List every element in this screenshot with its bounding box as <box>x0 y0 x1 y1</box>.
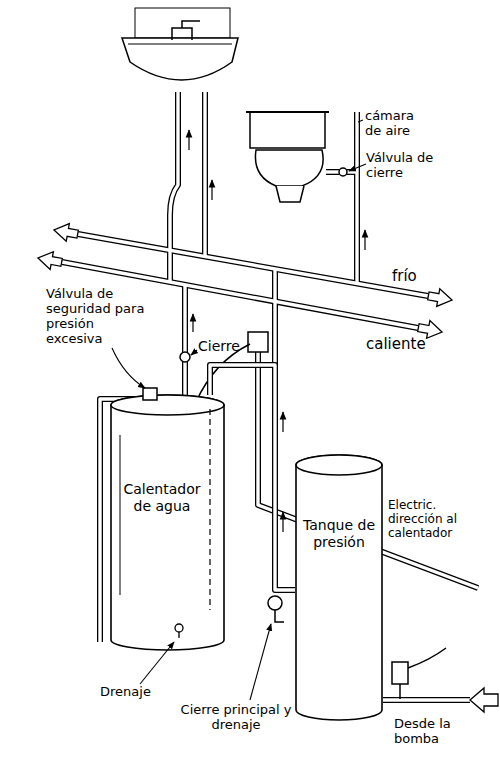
part-label: Electric. dirección al calentador <box>388 498 476 540</box>
junction-box <box>248 332 268 352</box>
leader-line <box>358 120 363 122</box>
cylinder-body <box>111 395 224 650</box>
sink-faucet <box>172 21 200 40</box>
toilet-base <box>276 186 304 202</box>
part-label: Desde la bomba <box>394 716 466 746</box>
pipe-label: caliente <box>366 336 442 353</box>
leader-line <box>112 348 145 388</box>
drain-valve <box>175 624 183 632</box>
cylinder-top <box>296 455 382 475</box>
node-label: Tanque de presión <box>301 517 377 551</box>
pressure-switch-stem <box>399 684 401 699</box>
main-drain-spigot <box>275 610 284 622</box>
water-heater: Calentador de agua <box>110 395 225 650</box>
leader-line <box>250 624 271 700</box>
heater-panel-line <box>120 435 121 595</box>
pipe-inner <box>62 92 478 700</box>
pipe-outline <box>62 92 478 700</box>
flow-arrow <box>364 230 365 250</box>
flow-end-arrow <box>52 221 79 243</box>
toilet-tank <box>250 112 325 148</box>
sink-basin <box>122 38 238 80</box>
toilet-bowl <box>255 150 323 186</box>
flow-end-arrow <box>427 287 454 309</box>
pressure-switch <box>392 662 408 684</box>
water-heater-outline <box>110 395 225 650</box>
flow-arrow <box>188 130 189 150</box>
leader-line <box>349 164 366 171</box>
dip-tube <box>209 409 210 610</box>
part-label: Válvula de seguridad para presión excesi… <box>46 286 150 346</box>
part-label: Cierre <box>198 338 254 354</box>
leader-lines <box>112 120 366 700</box>
main-shutoff-valve <box>268 596 282 610</box>
toilet-shutoff-valve <box>339 168 347 176</box>
node-label: Calentador de agua <box>118 481 206 515</box>
part-label: Cierre principal y drenaje <box>178 702 294 732</box>
flow-end-arrow <box>36 249 63 271</box>
part-label: cámara de aire <box>365 108 427 138</box>
flow-arrow <box>282 412 283 432</box>
pipe-label: frío <box>392 268 436 285</box>
pressure-tank-outline <box>295 455 383 720</box>
drain-spout <box>178 632 179 638</box>
part-label: Drenaje <box>100 684 170 699</box>
toilet-lid <box>246 111 329 113</box>
leader-line <box>191 350 197 355</box>
pressure-tank: Tanque de presión <box>295 455 383 720</box>
flow-arrow <box>192 314 193 332</box>
leader-line <box>140 642 174 684</box>
valves <box>143 168 446 699</box>
pipe-connector-inner <box>210 365 295 590</box>
relief-valve <box>143 388 157 400</box>
shutoff-valve <box>180 352 190 362</box>
part-label: Válvula de cierre <box>366 150 444 180</box>
cylinder-body <box>296 455 382 720</box>
flow-arrows <box>189 130 365 532</box>
cylinder-top <box>111 395 224 415</box>
flow-arrow <box>282 512 283 532</box>
sink-rim <box>128 44 232 45</box>
flow-end-arrows <box>36 221 498 712</box>
pressure-switch-wire <box>408 648 446 668</box>
pump-inlet-arrow <box>470 688 498 712</box>
flow-arrow <box>211 180 212 200</box>
pipe-connector <box>210 365 295 590</box>
